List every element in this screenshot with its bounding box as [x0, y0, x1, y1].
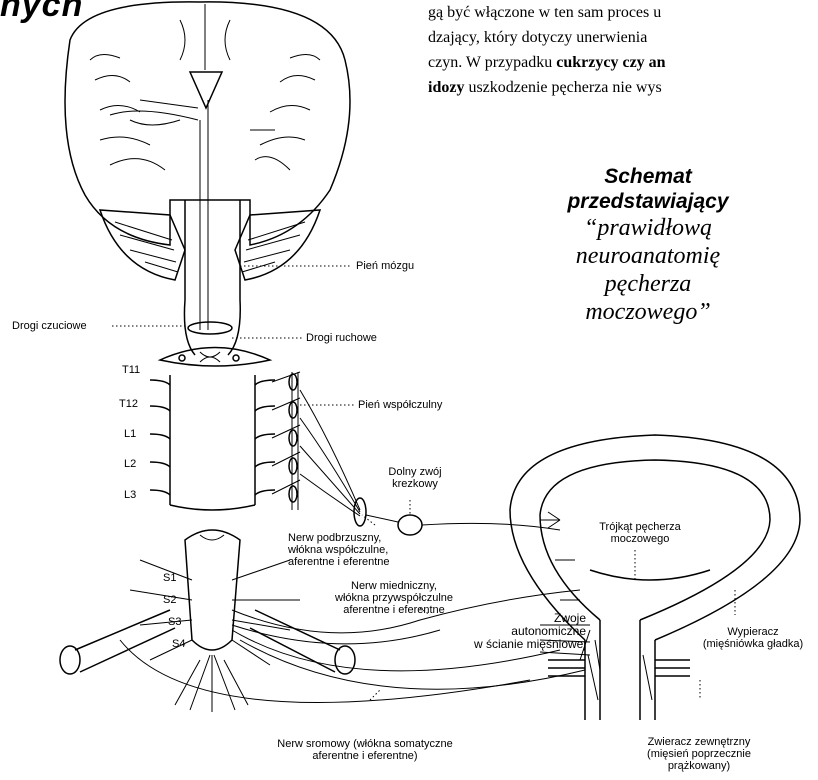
label-ganglia-line-3: w ścianie mięśniowej: [456, 638, 586, 651]
label-pelvic-line-1: Nerw miedniczny,: [324, 580, 464, 592]
label-trigone-line-2: moczowego: [590, 533, 690, 545]
label-inferior-ganglion-line-2: krezkowy: [380, 478, 450, 490]
spinal-cord-thoracic: [160, 348, 270, 367]
label-t11: T11: [122, 364, 140, 376]
label-t12: T12: [119, 398, 138, 410]
label-hypogastric-line-2: włókna współczulne,: [288, 544, 390, 556]
label-inferior-ganglion: Dolny zwój krezkowy: [380, 466, 450, 490]
label-trigone-line-1: Trójkąt pęcherza: [590, 521, 690, 533]
label-hypogastric-line-1: Nerw podbrzuszny,: [288, 532, 390, 544]
cerebellum: [100, 210, 320, 280]
label-pelvic-line-3: aferentne i eferentne: [324, 604, 464, 616]
label-detrusor: Wypieracz (mięśniówka gładka): [690, 626, 816, 650]
label-l1: L1: [124, 428, 136, 440]
label-autonomic-ganglia: Zwoje autonomiczne w ścianie mięśniowej: [456, 612, 586, 651]
label-s2: S2: [163, 594, 176, 606]
label-l3: L3: [124, 489, 136, 501]
label-pudendal-line-2: aferentne i eferentne): [250, 750, 480, 762]
label-pudendal-nerve: Nerw sromowy (włókna somatyczne aferentn…: [250, 738, 480, 762]
label-hypogastric-nerve: Nerw podbrzuszny, włókna współczulne, af…: [288, 532, 390, 568]
label-trigone: Trójkąt pęcherza moczowego: [590, 521, 690, 545]
label-sphincter-line-1: Zwieracz zewnętrzny: [624, 736, 774, 748]
label-inferior-ganglion-line-1: Dolny zwój: [380, 466, 450, 478]
label-l2: L2: [124, 458, 136, 470]
label-sympathetic-trunk: Pień współczulny: [358, 399, 442, 411]
label-s3: S3: [168, 616, 181, 628]
label-motor-tracts: Drogi ruchowe: [306, 332, 377, 344]
label-pelvic-line-2: włókna przywspółczulne: [324, 592, 464, 604]
label-detrusor-line-2: (mięśniówka gładka): [690, 638, 816, 650]
label-hypogastric-line-3: aferentne i eferentne: [288, 556, 390, 568]
label-external-sphincter: Zwieracz zewnętrzny (mięsień poprzecznie…: [624, 736, 774, 772]
vertebral-column: [150, 372, 560, 535]
label-sphincter-line-3: prążkowany): [624, 760, 774, 772]
label-s1: S1: [163, 572, 176, 584]
label-pelvic-nerve: Nerw miedniczny, włókna przywspółczulne …: [324, 580, 464, 616]
label-detrusor-line-1: Wypieracz: [690, 626, 816, 638]
label-brainstem: Pień mózgu: [356, 260, 414, 272]
label-pudendal-line-1: Nerw sromowy (włókna somatyczne: [250, 738, 480, 750]
label-s4: S4: [172, 638, 185, 650]
label-sensory-tracts: Drogi czuciowe: [12, 320, 87, 332]
label-sphincter-line-2: (mięsień poprzecznie: [624, 748, 774, 760]
